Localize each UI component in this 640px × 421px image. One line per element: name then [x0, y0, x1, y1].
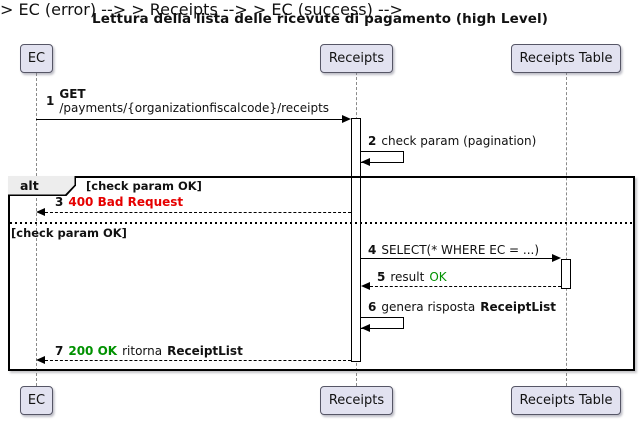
lifeline-receipts-table — [566, 72, 567, 386]
message-2-label: 2 check param (pagination) — [368, 134, 537, 149]
participant-receipts-label: Receipts — [328, 393, 385, 408]
alt-operator-label: alt — [20, 178, 39, 193]
alt-else-divider — [10, 222, 633, 224]
message-7-number: 7 — [55, 344, 64, 358]
message-5-status: OK — [429, 270, 447, 284]
message-2-arrowhead-left-icon — [361, 158, 370, 166]
message-5-arrowhead-left-icon — [361, 282, 370, 290]
message-7-status: 200 OK — [68, 344, 118, 358]
message-4-text: SELECT(* WHERE EC = ...) — [381, 243, 540, 257]
participant-receipts-table-bottom: Receipts Table — [511, 386, 621, 415]
message-3-number: 3 — [55, 195, 64, 209]
message-4-arrowhead-right-icon — [552, 254, 561, 262]
activation-receipts-table — [561, 259, 571, 289]
message-3-error-text: 400 Bad Request — [68, 195, 184, 209]
message-5-line — [370, 286, 561, 287]
message-3-line — [45, 212, 351, 213]
message-7-arrowhead-left-icon — [36, 356, 45, 364]
activation-receipts — [351, 118, 361, 362]
message-5-number: 5 — [377, 270, 386, 284]
message-6-self-loop — [361, 317, 404, 329]
diagram-title: Lettura della lista delle ricevute di pa… — [92, 11, 548, 27]
participant-receipts-table-top: Receipts Table — [511, 44, 621, 73]
message-6-text: genera risposta — [381, 300, 476, 314]
participant-ec-top: EC — [20, 44, 53, 73]
message-6-number: 6 — [368, 300, 377, 314]
message-2-self-loop — [361, 151, 404, 163]
participant-receipts-table-label: Receipts Table — [519, 51, 613, 66]
message-7-text: ritorna — [122, 344, 163, 358]
participant-receipts-label: Receipts — [328, 51, 385, 66]
participant-receipts-table-label: Receipts Table — [519, 393, 613, 408]
message-7-line — [45, 360, 351, 361]
alt-condition-top: [check param OK] — [86, 179, 202, 193]
lifeline-ec — [36, 73, 37, 386]
message-1-label: 1 GET /payments/{organizationfiscalcode}… — [46, 87, 330, 115]
participant-receipts-top: Receipts — [320, 44, 393, 73]
message-4-number: 4 — [368, 243, 377, 257]
alt-operator-tab: alt — [8, 176, 76, 196]
message-1-arrowhead-right-icon — [342, 115, 351, 123]
message-6-payload: ReceiptList — [480, 300, 556, 314]
message-2-text: check param (pagination) — [381, 134, 537, 148]
message-1-path: /payments/{organizationfiscalcode}/recei… — [59, 100, 330, 115]
participant-ec-label: EC — [27, 51, 46, 66]
message-3-label: 3 400 Bad Request — [55, 195, 184, 210]
participant-ec-label: EC — [27, 393, 46, 408]
participant-ec-bottom: EC — [20, 386, 53, 415]
message-5-label: 5 result OK — [377, 270, 447, 285]
message-1-line — [36, 119, 342, 120]
message-4-label: 4 SELECT(* WHERE EC = ...) — [368, 243, 540, 258]
alt-frame — [8, 176, 635, 371]
message-1-method: GET — [59, 87, 86, 101]
message-5-text: result — [390, 270, 425, 284]
alt-condition-else: [check param OK] — [11, 226, 127, 240]
message-4-line — [361, 258, 552, 259]
participant-receipts-bottom: Receipts — [320, 386, 393, 415]
message-6-arrowhead-left-icon — [361, 324, 370, 332]
alt-tab-fill — [8, 176, 75, 195]
message-7-payload: ReceiptList — [167, 344, 243, 358]
message-7-label: 7 200 OK ritorna ReceiptList — [55, 344, 243, 359]
message-6-label: 6 genera risposta ReceiptList — [368, 300, 556, 315]
message-1-number: 1 — [46, 93, 55, 108]
message-2-number: 2 — [368, 134, 377, 148]
message-3-arrowhead-left-icon — [36, 208, 45, 216]
